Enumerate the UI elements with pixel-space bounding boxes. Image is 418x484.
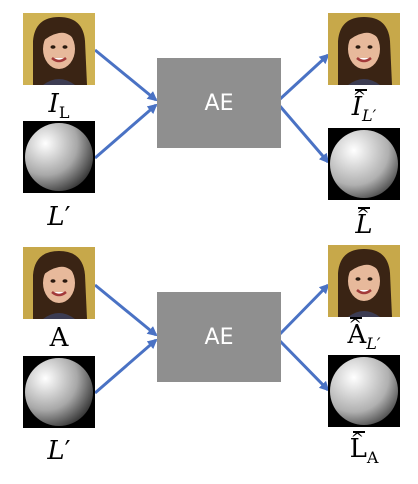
face-photo-icon <box>328 245 400 317</box>
output-face-image-2 <box>328 245 400 317</box>
face-photo-icon <box>23 13 95 85</box>
arrow-ae-to-face-2 <box>277 283 330 337</box>
arrow-face-to-ae-1 <box>94 48 158 102</box>
shading-sphere-icon <box>328 355 400 427</box>
autoencoder-box-1: AE <box>157 58 281 148</box>
output-light-label-1: ^L <box>355 205 373 240</box>
ae-label-2: AE <box>204 324 234 350</box>
ae-label-1: AE <box>204 90 234 116</box>
output-face-label-2: ^AL′ <box>347 315 381 353</box>
arrow-ae-to-light-2 <box>277 338 330 392</box>
face-photo-icon <box>328 13 400 85</box>
output-face-label-1: ^IL′ <box>351 87 377 125</box>
autoencoder-box-2: AE <box>157 292 281 382</box>
input-light-image-2 <box>23 356 95 428</box>
arrow-light-to-ae-2 <box>94 338 158 395</box>
output-light-image-1 <box>328 128 400 200</box>
input-light-label-1: L′ <box>47 202 71 232</box>
output-face-image-1 <box>328 13 400 85</box>
shading-sphere-icon <box>328 128 400 200</box>
input-face-image-1 <box>23 13 95 85</box>
input-light-image-1 <box>23 121 95 193</box>
shading-sphere-icon <box>23 121 95 193</box>
arrow-light-to-ae-1 <box>94 103 158 160</box>
input-light-label-2: L′ <box>47 436 71 466</box>
output-light-image-2 <box>328 355 400 427</box>
arrow-ae-to-face-1 <box>277 53 330 102</box>
input-face-label-2: A <box>49 323 69 353</box>
output-light-label-2: ^LA <box>349 429 379 467</box>
input-face-image-2 <box>23 247 95 319</box>
shading-sphere-icon <box>23 356 95 428</box>
face-photo-icon <box>23 247 95 319</box>
arrow-face-to-ae-2 <box>94 283 158 337</box>
arrow-ae-to-light-1 <box>277 104 330 164</box>
input-face-label-1: IL <box>48 89 70 122</box>
